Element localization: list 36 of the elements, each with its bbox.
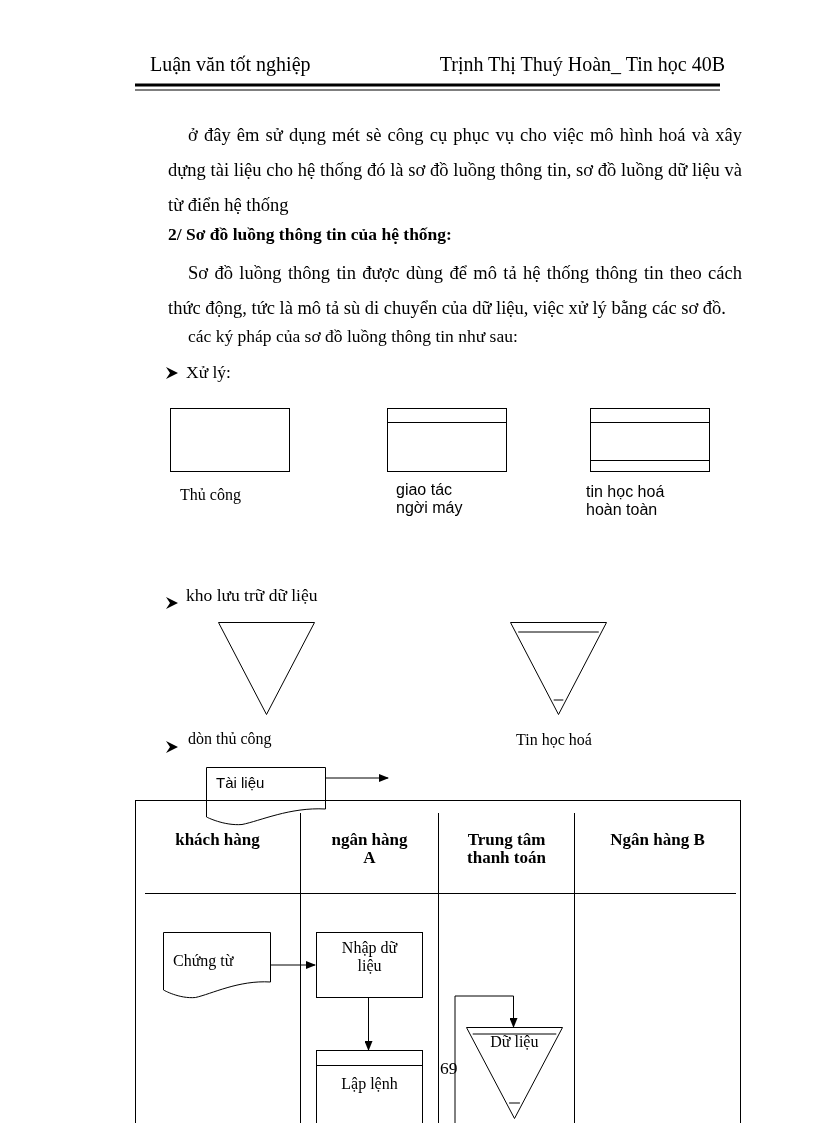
page-header: Trịnh Thị Thuý Hoàn_ Tin học 40B: [438, 53, 725, 76]
arrow: [270, 961, 316, 969]
body-paragraph: ở đây êm sử dụng mét sè công cụ phục vụ cho việc mô hình hoá và xây dựng tài liệu cho hệ thống đó là sơ đồ luồng thông tin, sơ đồ luồng dữ liệu và từ điển hệ thống: [168, 124, 742, 217]
document-shape: [206, 767, 326, 825]
arrow: [364, 997, 373, 1051]
document-shape: [163, 932, 271, 998]
storage-triangle: [218, 622, 315, 715]
bullet-item: kho lưu trữ dữ liệu: [186, 585, 319, 606]
lane-header: ngân hàng A: [330, 831, 409, 867]
shape-caption: Tin học hoá: [516, 731, 593, 749]
page-number: 69: [440, 1058, 459, 1079]
shape-caption: dòn thủ công: [188, 730, 273, 748]
lane-header: Trung tâm thanh toán: [466, 831, 547, 867]
lane-header: Ngân hàng B: [610, 831, 705, 849]
process-box: [387, 408, 507, 472]
node-label: Nhập dữ liệu: [340, 939, 399, 975]
arrow: [325, 774, 389, 782]
node-label: Lập lệnh: [341, 1075, 398, 1093]
shape-caption: giao tác ngời máy: [396, 481, 464, 517]
bullet-item: Xử lý:: [186, 362, 232, 383]
process-box: [170, 408, 290, 472]
arrow: [454, 995, 518, 1123]
body-paragraph: các ký pháp của sơ đồ luồng thông tin như sau:: [188, 326, 519, 347]
shape-caption: Thủ công: [180, 486, 242, 504]
node-label: Chứng từ: [173, 952, 234, 970]
process-box: [316, 1050, 423, 1123]
process-box: [590, 408, 710, 472]
lane-header: khách hàng: [175, 831, 260, 849]
shape-caption: tin học hoá hoàn toàn: [586, 483, 666, 519]
storage-triangle: [466, 1027, 563, 1119]
process-box: [316, 932, 423, 998]
storage-triangle: [510, 622, 607, 715]
body-paragraph: Sơ đồ luồng thông tin được dùng để mô tả hệ thống thông tin theo cách thức động, tức là mô tả sù di chuyển của dữ liệu, việc xử lý bằng các sơ đồ.: [168, 262, 742, 320]
node-label: Tài liệu: [216, 775, 265, 792]
section-heading: 2/ Sơ đồ luồng thông tin của hệ thống:: [168, 224, 453, 245]
node-label: Dữ liệu: [490, 1033, 539, 1051]
